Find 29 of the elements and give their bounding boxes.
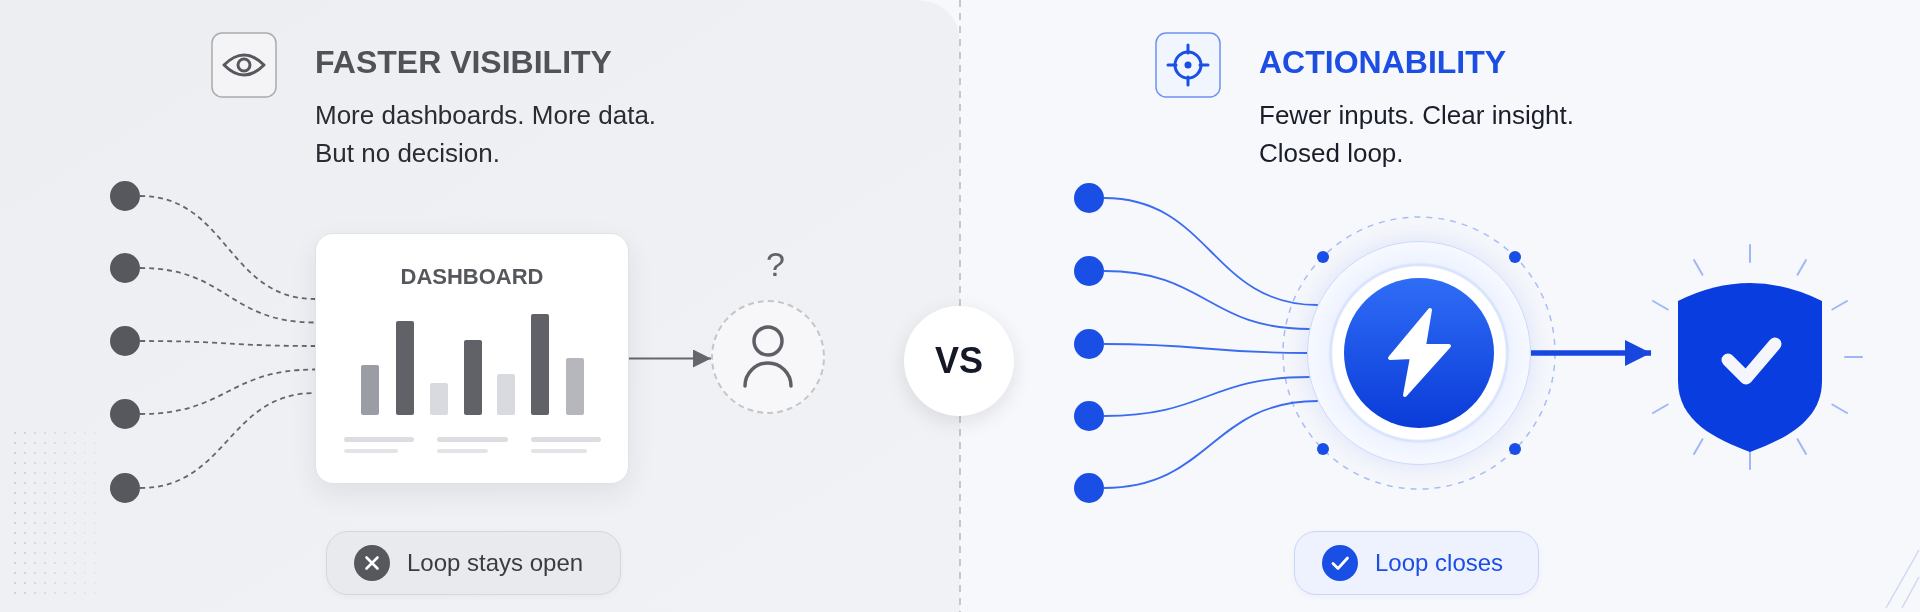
- dashed-connector: [139, 195, 316, 300]
- input-dot: [1074, 473, 1104, 503]
- arrow: [628, 349, 712, 368]
- input-dot: [1074, 183, 1104, 213]
- shield-check-icon: [1651, 243, 1865, 471]
- section-subtitle: Fewer inputs. Clear insight. Closed loop.: [1259, 99, 1576, 170]
- dashboard-card: [315, 233, 629, 484]
- input-dot: [1074, 329, 1104, 359]
- status-pill: [1294, 531, 1539, 595]
- input-dot: [1074, 401, 1104, 431]
- question-mark: ?: [766, 244, 785, 284]
- arrow: [1531, 340, 1651, 366]
- section-title: ACTIONABILITY: [1259, 43, 1507, 81]
- connector-line: [1103, 343, 1308, 354]
- dashed-connector: [139, 340, 316, 347]
- connector-line: [1103, 270, 1311, 330]
- connector-line: [1103, 400, 1319, 489]
- section-subtitle: More dashboards. More data. But no decision.: [315, 99, 658, 170]
- connector-line: [1103, 197, 1319, 306]
- status-text: Loop stays open: [407, 548, 584, 578]
- status-pill: [326, 531, 621, 595]
- status-text: Loop closes: [1375, 548, 1504, 578]
- section-title: FASTER VISIBILITY: [315, 43, 612, 81]
- dashed-connector: [139, 267, 316, 324]
- dashed-connector: [139, 368, 316, 415]
- card-title: DASHBOARD: [400, 264, 544, 290]
- connector-line: [1103, 376, 1311, 417]
- versus-circle: VS: [904, 306, 1014, 416]
- input-dot: [1074, 256, 1104, 286]
